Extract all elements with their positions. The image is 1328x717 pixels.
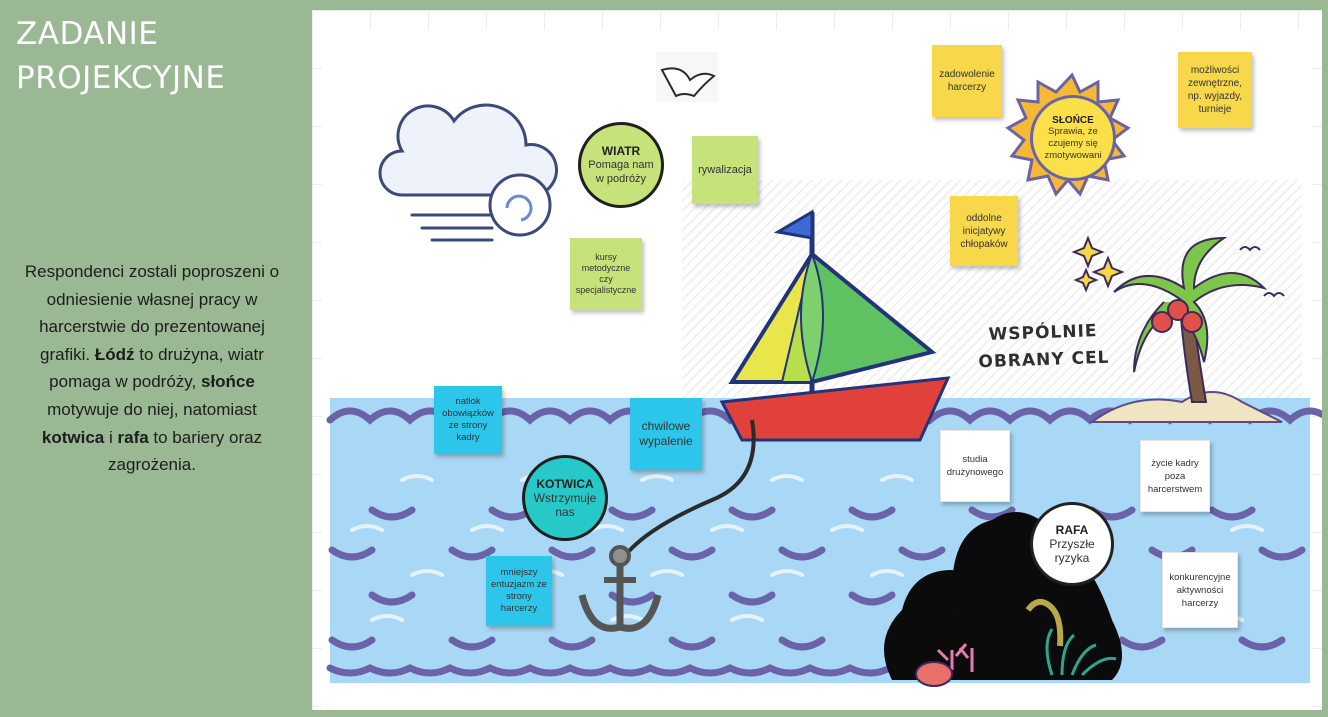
- slide-title: ZADANIE PROJEKCYJNE: [16, 12, 225, 100]
- desc-part-5: to bariery oraz zagrożenia.: [108, 427, 263, 475]
- cloud-icon: [378, 103, 558, 242]
- reef-rocks: [884, 512, 1122, 680]
- note-oddolne: oddolne inicjatywy chłopaków: [950, 196, 1018, 266]
- birds-icon: [1239, 246, 1285, 298]
- reef-heading: RAFA: [1055, 523, 1089, 537]
- crab-icon: [915, 661, 953, 687]
- note-mozliwosci: możliwości zewnętrzne, np. wyjazdy, turn…: [1178, 52, 1252, 128]
- desc-bold-reef: rafa: [117, 427, 149, 447]
- note-kursy: kursy metodyczne czy specjalistyczne: [570, 238, 642, 310]
- anchor-heading: KOTWICA: [536, 477, 594, 491]
- note-natlok: natłok obowiązków ze strony kadry: [434, 386, 502, 454]
- eel-icon: [1025, 598, 1064, 647]
- desc-part-3: motywuje do niej, natomiast: [47, 399, 257, 419]
- wind-circle: WIATR Pomaga nam w podróży: [578, 122, 664, 208]
- sun-circle: SŁOŃCE Sprawia, że czujemy się zmotywowa…: [1030, 95, 1116, 181]
- anchor-icon: [578, 419, 756, 632]
- sun-text: Sprawia, że czujemy się zmotywowani: [1044, 125, 1102, 161]
- title-line-2: PROJEKCYJNE: [16, 60, 226, 96]
- desc-part-4: i: [104, 427, 118, 447]
- boat-icon: [719, 209, 951, 442]
- note-chwilowe: chwilowe wypalenie: [630, 398, 702, 470]
- palm-island-icon: [1088, 236, 1283, 423]
- wind-text: Pomaga nam w podróży: [588, 159, 654, 185]
- common-goal-label: WSPÓLNIE OBRANY CEL: [977, 318, 1110, 377]
- sun-heading: SŁOŃCE: [1052, 114, 1094, 126]
- note-studia: studia drużynowego: [940, 430, 1010, 502]
- wind-heading: WIATR: [601, 144, 641, 158]
- desc-bold-sun: słońce: [200, 372, 255, 392]
- desc-bold-boat: Łódź: [94, 344, 135, 364]
- anchor-circle: KOTWICA Wstrzymuje nas: [522, 455, 608, 541]
- note-rywalizacja: rywalizacja: [692, 136, 758, 204]
- description-text: Respondenci zostali poproszeni o odniesi…: [18, 258, 286, 479]
- reef-circle: RAFA Przyszłe ryzyka: [1030, 502, 1114, 586]
- desc-part-1: Respondenci zostali poproszeni o odniesi…: [24, 262, 280, 364]
- sparkle-icon: [1071, 235, 1125, 293]
- note-konkurencyjne: konkurencyjne aktywności harcerzy: [1162, 552, 1238, 628]
- goal-line-2: OBRANY CEL: [978, 347, 1110, 373]
- anchor-text: Wstrzymuje nas: [533, 491, 597, 519]
- desc-part-2: to drużyna, wiatr pomaga w podróży,: [49, 344, 264, 392]
- note-mniejszy: mniejszy entuzjazm ze strony harcerzy: [486, 556, 552, 626]
- seagull-icon: [656, 52, 718, 102]
- title-line-1: ZADANIE: [16, 16, 159, 52]
- coral-icon: [936, 628, 1117, 677]
- note-zadowolenie: zadowolenie harcerzy: [932, 45, 1002, 117]
- note-zycie: życie kadry poza harcerstwem: [1140, 440, 1210, 512]
- whiteboard: WIATR Pomaga nam w podróży SŁOŃCE Sprawi…: [312, 10, 1322, 710]
- reef-text: Przyszłe ryzyka: [1049, 537, 1095, 565]
- desc-bold-anchor: kotwica: [41, 427, 105, 447]
